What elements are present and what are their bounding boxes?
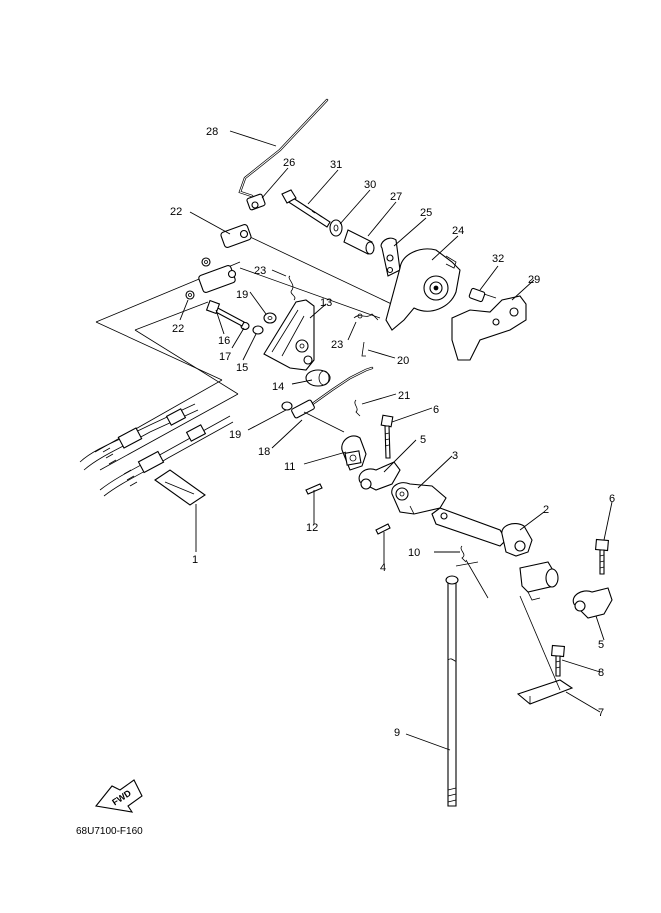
callout-20: 20 — [397, 355, 409, 367]
callout-9: 9 — [394, 727, 400, 739]
fwd-arrow-icon: FWD — [94, 779, 143, 813]
bracket-29 — [451, 287, 527, 361]
callout-14: 14 — [272, 381, 284, 393]
callout-22-lower: 22 — [172, 323, 184, 335]
control-cables — [79, 261, 241, 506]
callout-31: 31 — [330, 159, 342, 171]
callout-10: 10 — [408, 547, 420, 559]
callout-6-right: 6 — [609, 493, 615, 505]
callout-4: 4 — [380, 562, 386, 574]
shift-lever-11 — [303, 411, 447, 535]
callout-17: 17 — [219, 351, 231, 363]
callout-8: 8 — [598, 667, 604, 679]
control-lever-13 — [205, 275, 379, 419]
callout-7: 7 — [598, 707, 604, 719]
callout-24: 24 — [452, 225, 464, 237]
callout-16: 16 — [218, 335, 230, 347]
callout-5-right: 5 — [598, 639, 604, 651]
callout-19-lower: 19 — [229, 429, 241, 441]
callout-21: 21 — [398, 390, 410, 402]
callout-18: 18 — [258, 446, 270, 458]
callout-2: 2 — [543, 504, 549, 516]
callout-26: 26 — [283, 157, 295, 169]
callout-27: 27 — [390, 191, 402, 203]
callout-12: 12 — [306, 522, 318, 534]
callout-5-upper: 5 — [420, 434, 426, 446]
callout-30: 30 — [364, 179, 376, 191]
callout-23-lower: 23 — [331, 339, 343, 351]
callouts: 28 26 31 30 27 25 24 22 23 32 29 19 13 2… — [170, 126, 615, 739]
callout-22-upper: 22 — [170, 206, 182, 218]
callout-13: 13 — [320, 297, 332, 309]
upper-linkage — [185, 189, 461, 331]
callout-15: 15 — [236, 362, 248, 374]
callout-3: 3 — [452, 450, 458, 462]
callout-19-upper: 19 — [236, 289, 248, 301]
callout-6-upper: 6 — [433, 404, 439, 416]
callout-23-upper: 23 — [254, 265, 266, 277]
leader-lines — [179, 130, 613, 751]
shift-shaft-2 — [431, 507, 613, 807]
link-rod-28 — [238, 98, 329, 198]
callout-29: 29 — [528, 274, 540, 286]
callout-11: 11 — [284, 461, 295, 473]
callout-25: 25 — [420, 207, 432, 219]
callout-32: 32 — [492, 253, 504, 265]
diagram-code: 68U7100-F160 — [76, 826, 143, 837]
callout-1: 1 — [192, 554, 198, 566]
callout-28: 28 — [206, 126, 218, 138]
cable-tag — [154, 469, 206, 506]
